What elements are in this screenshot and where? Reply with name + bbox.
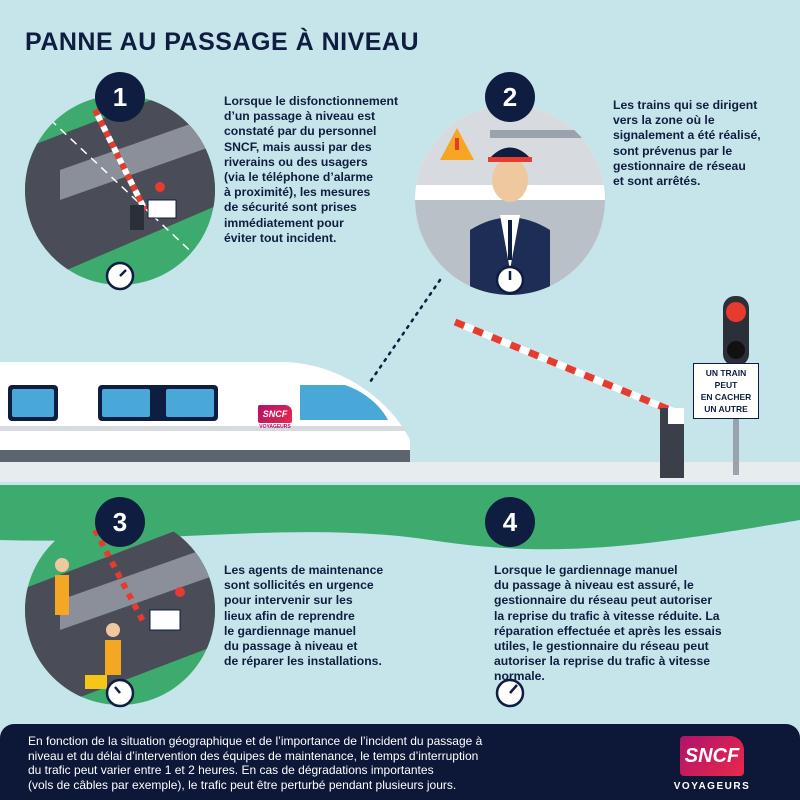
footer-text: En fonction de la situation géographique… [28,734,483,792]
page-title: PANNE AU PASSAGE À NIVEAU [25,28,420,56]
warning-sign: UN TRAIN PEUT EN CACHER UN AUTRE [693,363,759,419]
footer-panel: En fonction de la situation géographique… [0,724,800,800]
scene-3-circle [25,515,215,705]
train-sncf-logo: SNCF [258,405,292,423]
ground-line [0,462,800,482]
step-3-text: Les agents de maintenance sont sollicité… [224,563,384,669]
train [0,362,410,462]
step-2-text: Les trains qui se dirigent vers la zone … [613,98,761,189]
dotted-connector [366,278,442,387]
step-2-badge: 2 [485,72,535,122]
train-logo-subtitle: VOYAGEURS [259,424,291,430]
clock-icon [105,261,525,708]
step-4-text: Lorsque le gardiennage manuel du passage… [494,563,722,684]
scene-1-circle [25,95,215,285]
sncf-logo: SNCF [680,736,744,776]
step-3-badge: 3 [95,497,145,547]
step-1-text: Lorsque le disfonctionnement d’un passag… [224,94,399,245]
green-band [0,485,800,550]
step-4-badge: 4 [485,497,535,547]
step-1-badge: 1 [95,72,145,122]
sncf-logo-subtitle: VOYAGEURS [673,781,751,792]
